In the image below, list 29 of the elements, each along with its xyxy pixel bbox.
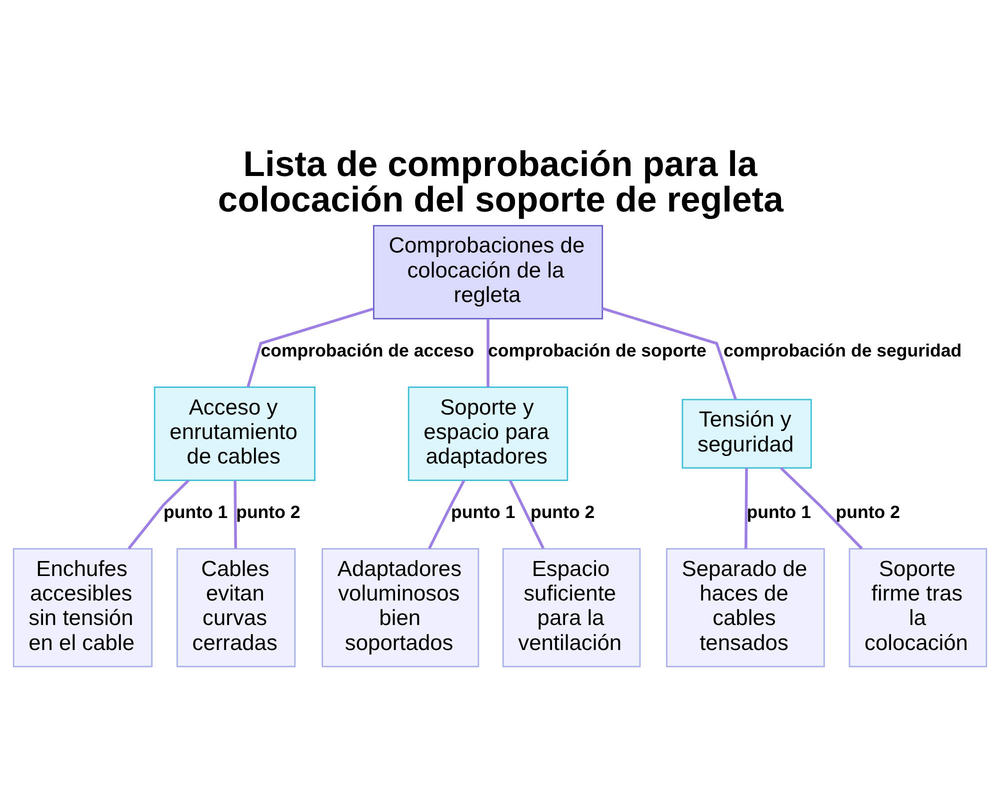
- edge-label: punto 2: [236, 502, 300, 522]
- connector: [246, 308, 374, 388]
- connector: [780, 467, 863, 550]
- edge-label: punto 2: [530, 502, 595, 522]
- connector: [602, 307, 737, 400]
- connector: [234, 480, 237, 548]
- edge-label: punto 1: [451, 502, 516, 522]
- edge-label: comprobación de acceso: [260, 340, 474, 360]
- node-box: Acceso y enrutamiento de cables: [154, 386, 316, 481]
- edge-label: comprobación de seguridad: [724, 340, 962, 360]
- node-box: Espacio suficiente para la ventilación: [502, 548, 641, 668]
- node-box: Tensión y seguridad: [682, 398, 812, 469]
- edge-label: comprobación de soporte: [488, 340, 706, 360]
- node-box: Soporte y espacio para adaptadores: [408, 386, 568, 481]
- node-box: Adaptadores voluminosos bien soportados: [322, 548, 480, 668]
- edge-label: punto 1: [164, 502, 228, 522]
- node-box: Comprobaciones de colocación de la regleta: [373, 224, 604, 320]
- edge-label: punto 1: [746, 502, 812, 522]
- connector: [428, 480, 466, 550]
- connector: [744, 468, 748, 549]
- node-box: Enchufes accesibles sin tensión en el cable: [12, 548, 153, 668]
- node-box: Separado de haces de cables tensados: [666, 548, 825, 668]
- edge-label: punto 2: [836, 502, 900, 522]
- node-box: Soporte firme tras la colocación: [848, 548, 988, 668]
- connector: [508, 480, 545, 549]
- node-box: Cables evitan curvas cerradas: [176, 548, 296, 668]
- connector: [128, 480, 190, 550]
- connector: [486, 319, 490, 387]
- diagram-title: Lista de comprobación para la colocación del soporte de regleta: [218, 144, 784, 220]
